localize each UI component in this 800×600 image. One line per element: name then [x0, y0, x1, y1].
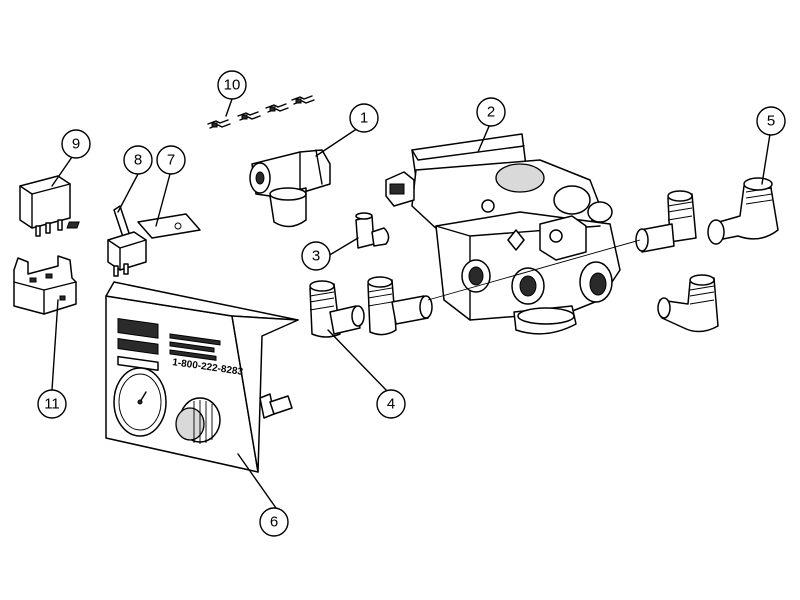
part-2-valve-body: [385, 133, 621, 335]
callout-8-label: 8: [134, 152, 142, 169]
callout-1: 1: [349, 103, 379, 133]
part-7-switch-plate: [66, 213, 201, 239]
part-5-fittings: [635, 177, 779, 333]
callout-2-label: 2: [487, 104, 495, 121]
part-1-valve: [249, 149, 331, 228]
leader-lines: [51, 98, 771, 509]
callout-10: 10: [217, 70, 247, 100]
callout-5: 5: [756, 106, 786, 136]
callout-4-label: 4: [387, 396, 395, 413]
part-8-toggle-switch: [107, 205, 147, 277]
callout-5-label: 5: [767, 113, 775, 130]
callout-4: 4: [376, 389, 406, 419]
callout-3: 3: [301, 241, 331, 271]
part-4-fittings: [309, 276, 433, 338]
part-3-elbow-fitting: [355, 212, 390, 249]
part-10-clips: [207, 95, 315, 129]
callout-7-label: 7: [167, 152, 175, 169]
part-6-control-panel: 1-800-222-8283: [105, 281, 299, 473]
callout-1-label: 1: [360, 110, 368, 127]
part-11-relay-socket: [13, 255, 77, 315]
callout-7: 7: [156, 145, 186, 175]
callout-11: 11: [37, 389, 67, 419]
part-9-relay: [19, 175, 71, 237]
callout-10-label: 10: [224, 77, 241, 94]
callout-9: 9: [61, 129, 91, 159]
callout-6: 6: [259, 507, 289, 537]
callout-9-label: 9: [72, 136, 80, 153]
assembly-axis-line: [427, 239, 641, 301]
callout-6-label: 6: [270, 514, 278, 531]
callout-8: 8: [123, 145, 153, 175]
callout-2: 2: [476, 97, 506, 127]
callout-11-label: 11: [44, 396, 60, 413]
callout-3-label: 3: [312, 248, 320, 265]
